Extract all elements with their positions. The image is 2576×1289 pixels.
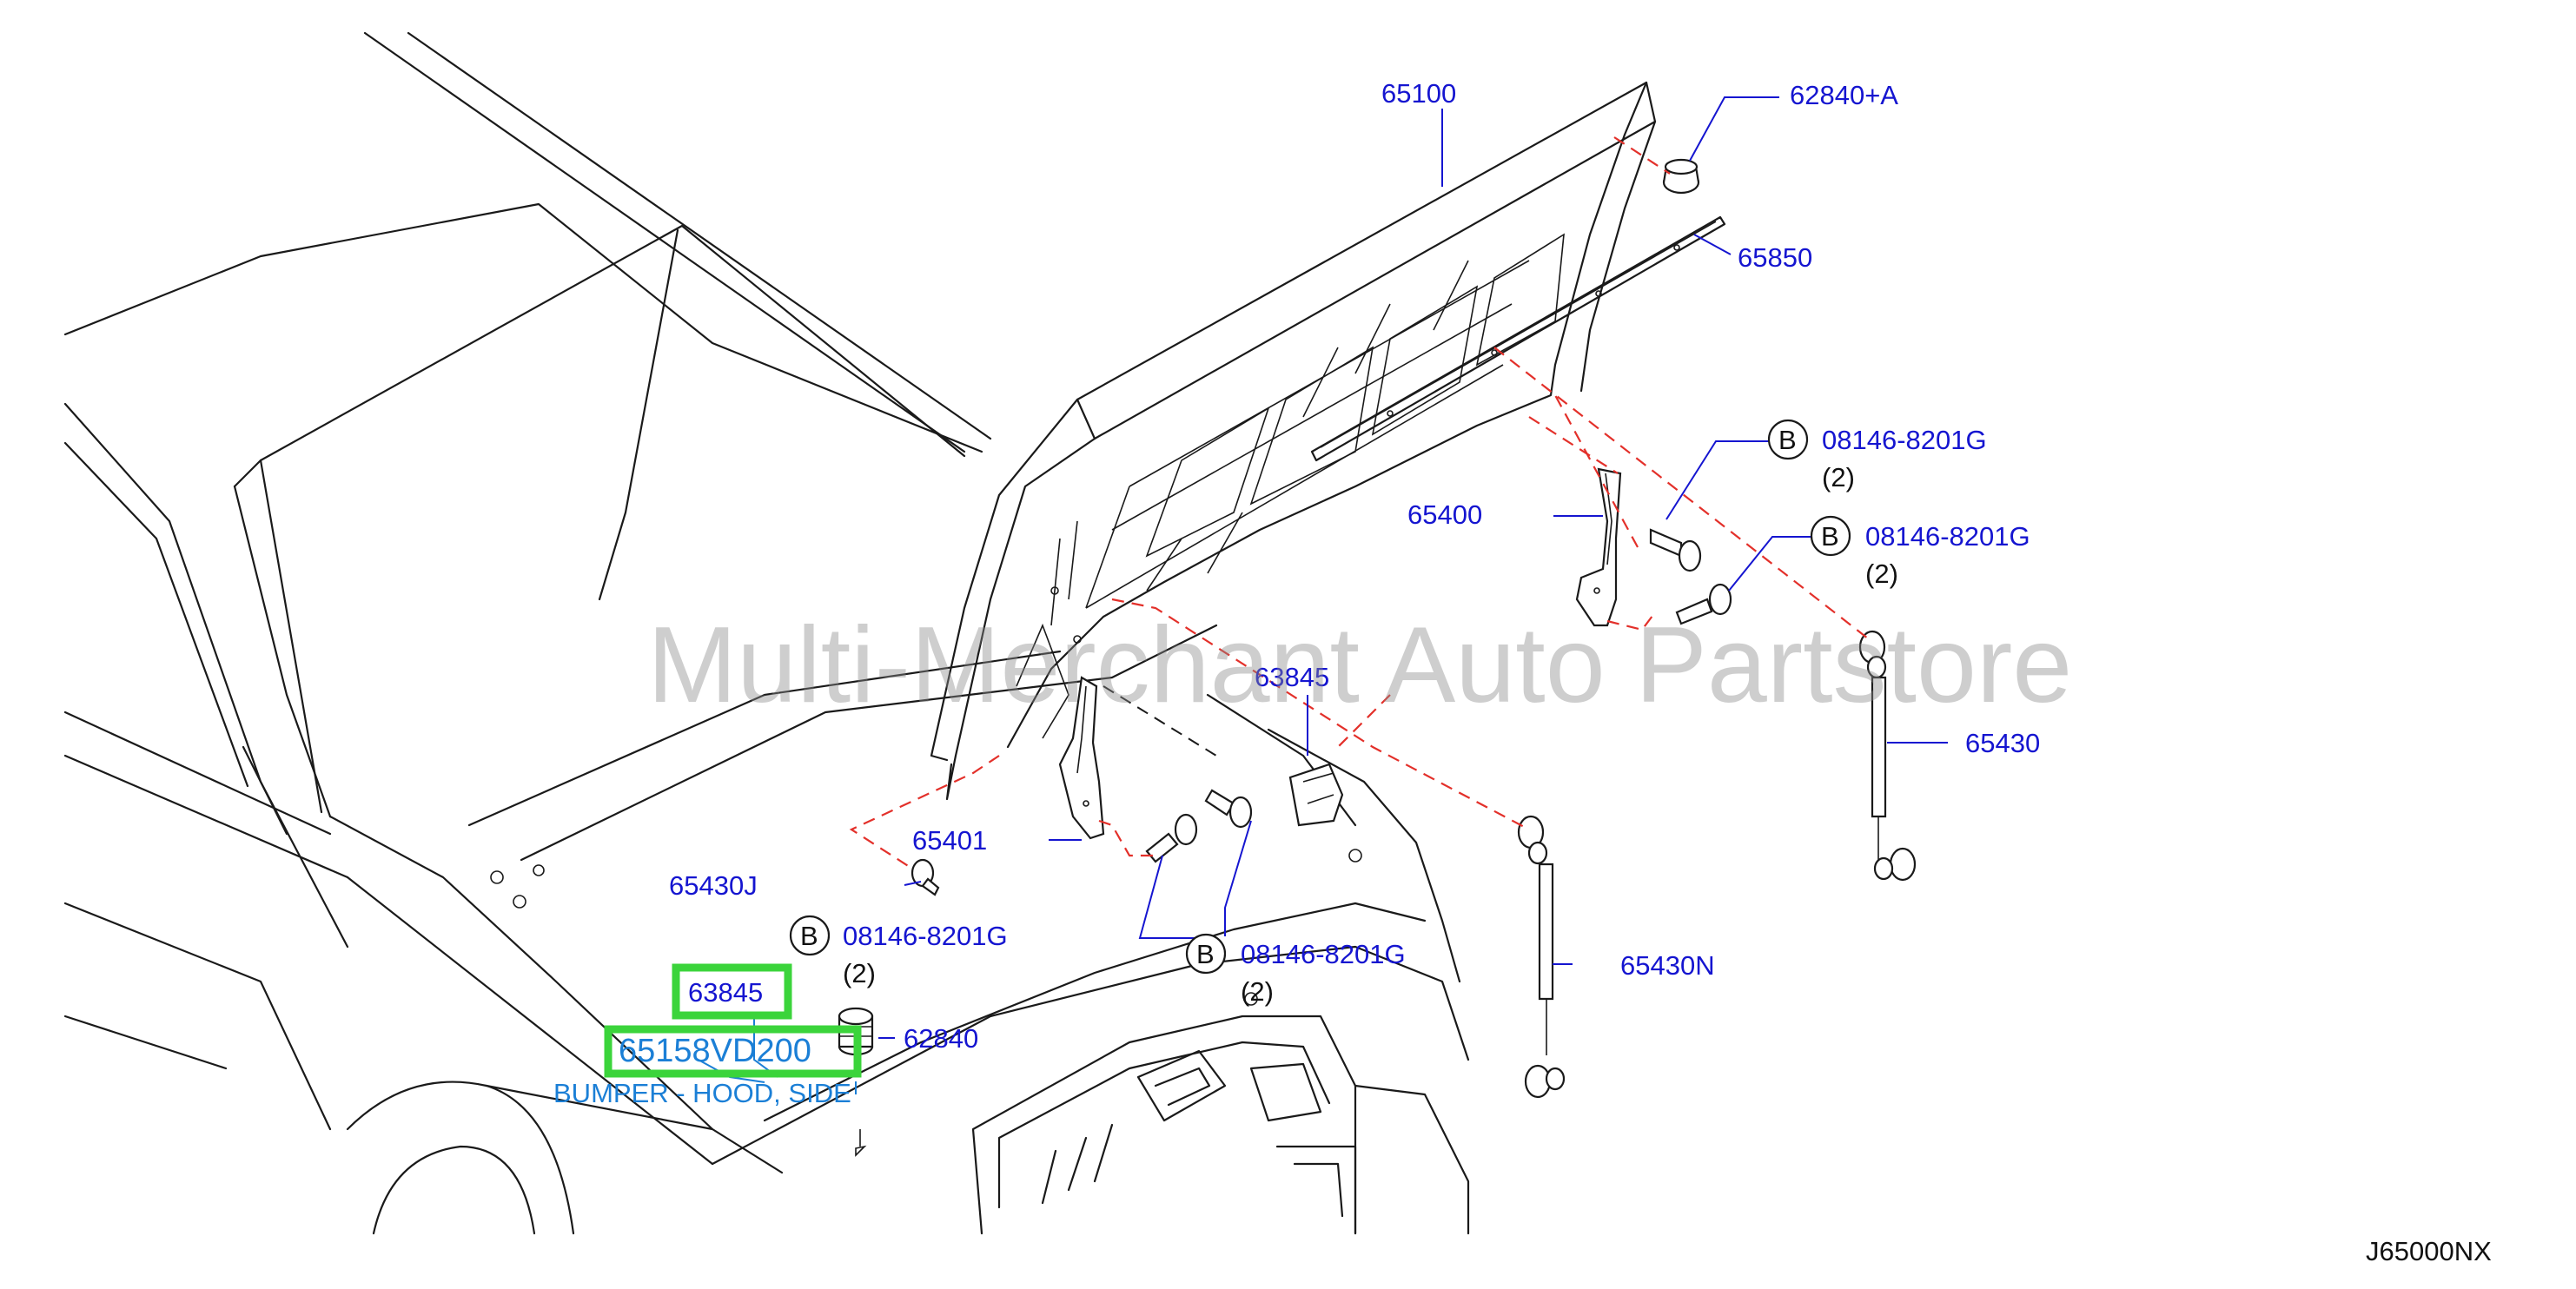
part-label-65850[interactable]: 65850 <box>1738 242 1812 273</box>
bolt-symbol-circle-a <box>1767 419 1809 460</box>
part-label-65401[interactable]: 65401 <box>912 825 987 856</box>
hood-seal-strip <box>1310 215 1726 462</box>
bolt-symbol-circle-c <box>789 915 831 956</box>
part-label-08146-d[interactable]: 08146-8201G <box>1241 939 1406 969</box>
vehicle-body-drawing <box>63 31 1470 1235</box>
bolt-symbol-a: B <box>1778 425 1797 455</box>
bolt-c <box>1145 813 1198 863</box>
bolt-a <box>1649 528 1702 572</box>
part-label-63845-selected[interactable]: 63845 <box>688 977 763 1008</box>
hood-hinge-left <box>1058 676 1105 840</box>
part-label-65430n[interactable]: 65430N <box>1620 950 1715 981</box>
stay-ball-stud <box>911 858 940 896</box>
part-label-63845-top[interactable]: 63845 <box>1255 662 1329 692</box>
part-label-65430j[interactable]: 65430J <box>669 870 758 901</box>
highlight-box-63845 <box>672 963 792 1020</box>
part-label-62840[interactable]: 62840 <box>904 1023 978 1054</box>
figure-code: J65000NX <box>2366 1236 2492 1266</box>
bolt-b <box>1675 583 1732 625</box>
part-label-08146-c[interactable]: 08146-8201G <box>843 921 1008 951</box>
bolt-symbol-circle-d <box>1185 933 1227 975</box>
bolt-d <box>1204 789 1253 829</box>
part-label-65400[interactable]: 65400 <box>1407 499 1482 530</box>
part-label-65158vd200[interactable]: 65158VD200 <box>619 1033 811 1069</box>
part-label-62840a[interactable]: 62840+A <box>1790 80 1898 110</box>
qty-label-b: (2) <box>1865 559 1898 589</box>
part-description-65158vd200: BUMPER - HOOD, SIDE <box>553 1078 851 1108</box>
part-label-08146-a[interactable]: 08146-8201G <box>1822 425 1987 455</box>
watermark-text: Multi-Merchant Auto Partstore <box>647 605 2072 725</box>
qty-label-c: (2) <box>843 958 876 988</box>
highlight-box-65158vd200 <box>604 1025 862 1078</box>
qty-label-a: (2) <box>1822 462 1855 492</box>
hood-insulator-clip <box>1288 763 1344 827</box>
hood-panel-drawing <box>930 81 1657 801</box>
bolt-symbol-d: B <box>1196 939 1215 969</box>
hood-stay-left <box>1517 815 1566 1099</box>
qty-label-d: (2) <box>1241 976 1274 1007</box>
part-labels: 65100 62840+A 65850 B 08146-8201G (2) 65… <box>553 78 2492 1266</box>
hood-bumper-top <box>1662 158 1700 195</box>
hood-hinge-right <box>1575 467 1622 627</box>
assembly-guide-lines <box>849 136 1869 869</box>
bolt-symbol-c: B <box>800 921 818 951</box>
part-label-65100[interactable]: 65100 <box>1381 78 1456 109</box>
bolt-symbol-b: B <box>1821 521 1839 552</box>
part-label-65430[interactable]: 65430 <box>1965 728 2040 758</box>
hood-stay-right <box>1858 630 1917 882</box>
part-label-08146-b[interactable]: 08146-8201G <box>1865 521 2030 552</box>
bolt-symbol-circle-b <box>1810 515 1851 557</box>
